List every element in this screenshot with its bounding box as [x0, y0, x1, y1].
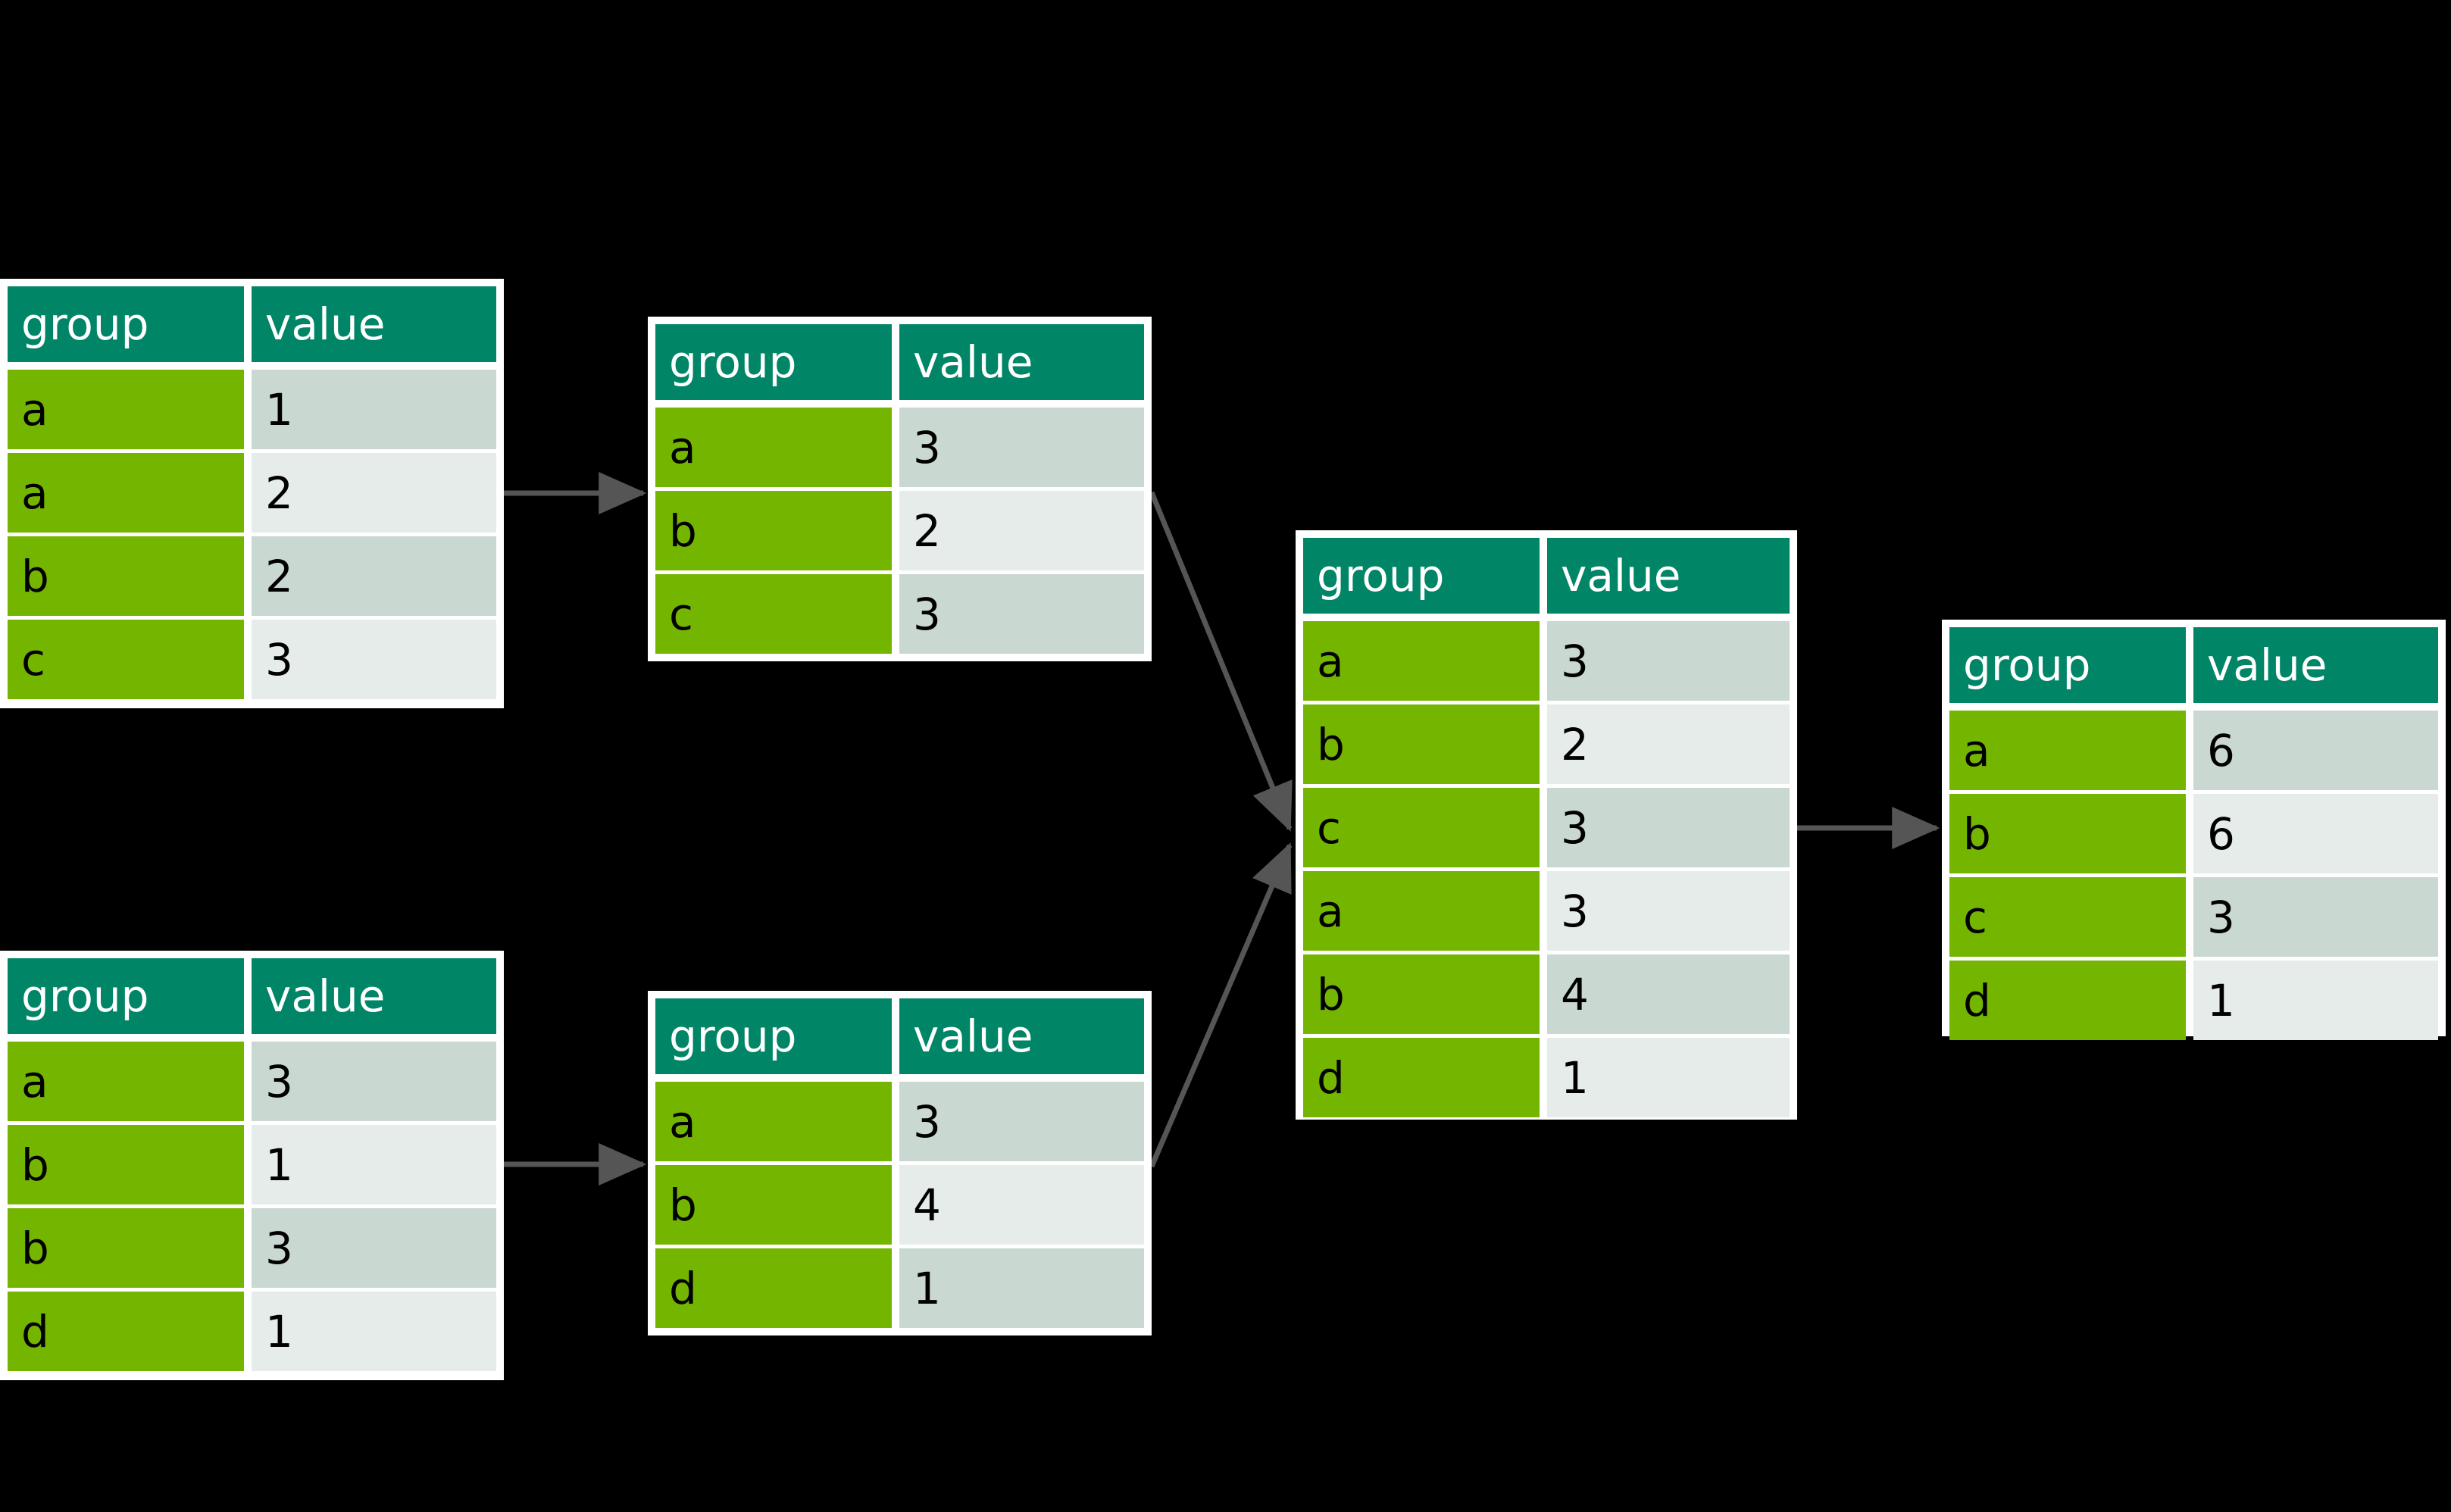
- cell-group: b: [655, 1165, 892, 1245]
- column-header-value: value: [252, 286, 496, 362]
- cell-group: a: [8, 1042, 244, 1121]
- cell-group: b: [1303, 704, 1540, 784]
- table-row: b 1: [8, 1125, 496, 1204]
- cell-group: c: [8, 620, 244, 699]
- cell-group: c: [1303, 788, 1540, 867]
- cell-value: 1: [1547, 1038, 1790, 1117]
- table-header-row: group value: [8, 286, 496, 362]
- right-final-aggregated-table: group value a 6 b 6 c 3 d 1: [1942, 620, 2446, 1040]
- column-header-group: group: [8, 286, 244, 362]
- cell-value: 4: [899, 1165, 1144, 1245]
- cell-group: c: [655, 574, 892, 654]
- table-row: a 3: [1303, 871, 1790, 951]
- column-header-value: value: [1547, 538, 1790, 614]
- table-header-row: group value: [655, 998, 1144, 1074]
- cell-group: b: [1303, 954, 1540, 1034]
- center-concatenated-table: group value a 3 b 2 c 3 a 3 b 4 d 1: [1296, 530, 1797, 1120]
- cell-group: d: [8, 1292, 244, 1371]
- table-row: a 3: [8, 1042, 496, 1121]
- top-middle-aggregated-table: group value a 3 b 2 c 3: [648, 317, 1152, 661]
- cell-value: 3: [252, 620, 496, 699]
- cell-value: 1: [899, 1248, 1144, 1328]
- top-left-input-table: group value a 1 a 2 b 2 c 3: [0, 279, 504, 708]
- cell-value: 1: [252, 370, 496, 449]
- column-header-group: group: [655, 998, 892, 1074]
- cell-group: a: [8, 453, 244, 533]
- table-row: c 3: [8, 620, 496, 699]
- table-row: b 2: [1303, 704, 1790, 784]
- table-row: b 4: [1303, 954, 1790, 1034]
- cell-value: 4: [1547, 954, 1790, 1034]
- table-row: d 1: [1303, 1038, 1790, 1117]
- table-row: c 3: [1949, 877, 2438, 957]
- table-row: c 3: [655, 574, 1144, 654]
- cell-group: d: [1303, 1038, 1540, 1117]
- cell-value: 2: [1547, 704, 1790, 784]
- cell-group: a: [1303, 871, 1540, 951]
- column-header-group: group: [8, 958, 244, 1034]
- cell-value: 3: [252, 1042, 496, 1121]
- cell-group: b: [8, 536, 244, 616]
- column-header-value: value: [252, 958, 496, 1034]
- column-header-value: value: [2193, 627, 2438, 703]
- cell-value: 3: [1547, 871, 1790, 951]
- table-row: a 3: [1303, 621, 1790, 701]
- cell-group: d: [655, 1248, 892, 1328]
- cell-group: a: [1303, 621, 1540, 701]
- cell-value: 1: [252, 1292, 496, 1371]
- cell-value: 1: [2193, 961, 2438, 1040]
- table-row: c 3: [1303, 788, 1790, 867]
- cell-group: c: [1949, 877, 2186, 957]
- column-header-value: value: [899, 324, 1144, 400]
- cell-value: 3: [1547, 788, 1790, 867]
- cell-value: 3: [899, 408, 1144, 487]
- bottom-left-input-table: group value a 3 b 1 b 3 d 1: [0, 951, 504, 1380]
- cell-group: a: [1949, 711, 2186, 790]
- table-header-row: group value: [1949, 627, 2438, 703]
- cell-group: b: [8, 1125, 244, 1204]
- table-row: d 1: [655, 1248, 1144, 1328]
- column-header-group: group: [1949, 627, 2186, 703]
- table-row: d 1: [1949, 961, 2438, 1040]
- arrow-agg-bottom-to-concat: [1149, 842, 1293, 1168]
- cell-value: 3: [899, 1082, 1144, 1161]
- table-row: b 4: [655, 1165, 1144, 1245]
- cell-group: a: [655, 1082, 892, 1161]
- cell-group: a: [655, 408, 892, 487]
- table-row: a 6: [1949, 711, 2438, 790]
- table-row: a 3: [655, 408, 1144, 487]
- bottom-middle-aggregated-table: group value a 3 b 4 d 1: [648, 991, 1152, 1335]
- cell-value: 3: [899, 574, 1144, 654]
- cell-value: 3: [252, 1208, 496, 1288]
- table-row: a 1: [8, 370, 496, 449]
- cell-group: a: [8, 370, 244, 449]
- table-row: b 2: [655, 491, 1144, 570]
- arrow-agg-top-to-concat: [1149, 491, 1293, 832]
- table-row: b 2: [8, 536, 496, 616]
- table-row: b 6: [1949, 794, 2438, 873]
- cell-group: d: [1949, 961, 2186, 1040]
- table-row: d 1: [8, 1292, 496, 1371]
- cell-value: 1: [252, 1125, 496, 1204]
- cell-group: b: [655, 491, 892, 570]
- cell-group: b: [1949, 794, 2186, 873]
- cell-value: 3: [2193, 877, 2438, 957]
- table-header-row: group value: [8, 958, 496, 1034]
- cell-value: 6: [2193, 794, 2438, 873]
- table-row: a 3: [655, 1082, 1144, 1161]
- cell-value: 2: [252, 453, 496, 533]
- table-header-row: group value: [1303, 538, 1790, 614]
- column-header-group: group: [655, 324, 892, 400]
- column-header-group: group: [1303, 538, 1540, 614]
- cell-value: 6: [2193, 711, 2438, 790]
- cell-value: 3: [1547, 621, 1790, 701]
- column-header-value: value: [899, 998, 1144, 1074]
- cell-value: 2: [252, 536, 496, 616]
- cell-value: 2: [899, 491, 1144, 570]
- table-row: a 2: [8, 453, 496, 533]
- table-header-row: group value: [655, 324, 1144, 400]
- table-row: b 3: [8, 1208, 496, 1288]
- cell-group: b: [8, 1208, 244, 1288]
